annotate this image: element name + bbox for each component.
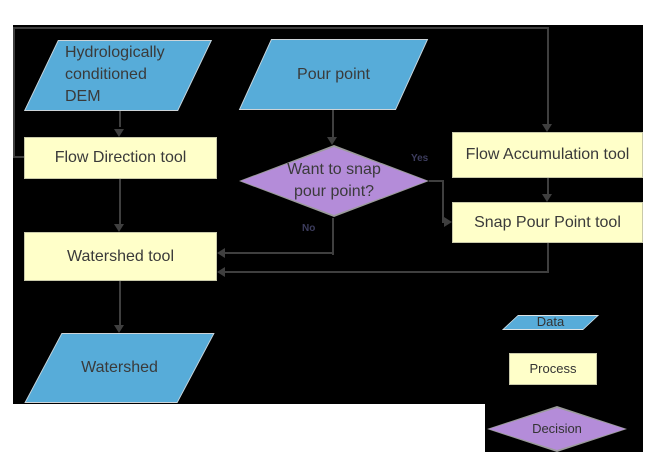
legend-data-label: Data xyxy=(536,314,565,329)
node-flowaccumulation-rect xyxy=(452,132,643,178)
node-watershed-label: Watershed xyxy=(81,359,158,376)
connector-snap-watershedtool-seg2 xyxy=(225,271,549,273)
connector-flowdirection-watershedtool xyxy=(119,179,121,225)
connector-flowaccum-snap xyxy=(547,178,549,195)
node-snappourpoint-rect xyxy=(452,202,643,243)
node-flowdirection-rect xyxy=(24,137,217,179)
legend-process-rect xyxy=(509,353,597,385)
arrowhead-left-icon xyxy=(217,248,225,258)
arrowhead-left-icon xyxy=(217,267,225,277)
arrowhead-down-icon xyxy=(542,194,552,202)
arrowhead-down-icon xyxy=(114,129,124,137)
node-flowdirection-label: Flow Direction tool xyxy=(54,149,187,166)
connector-watershedtool-watershed xyxy=(119,281,121,326)
node-watershedtool-rect xyxy=(24,232,217,281)
arrowhead-down-icon xyxy=(327,137,337,145)
decision-line1: Want to snap xyxy=(287,161,381,178)
connector-yes-seg1 xyxy=(429,180,444,182)
arrowhead-down-icon xyxy=(114,325,124,333)
node-snappourpoint-label: Snap Pour Point tool xyxy=(474,213,621,231)
connector-no-seg2 xyxy=(225,252,334,254)
connector-yes-seg2 xyxy=(442,180,444,223)
edge-label-no: No xyxy=(302,223,316,234)
dem-line3: DEM xyxy=(65,88,101,105)
node-pourpoint-label: Pour point xyxy=(297,65,370,83)
decision-line2: pour point? xyxy=(293,183,375,200)
connector-dem-flowdirection xyxy=(119,111,121,127)
connector-flowdir-flowaccum-seg3 xyxy=(13,27,549,29)
legend-process-label: Process xyxy=(529,361,577,376)
arrowhead-right-icon xyxy=(444,217,452,227)
dem-line1: Hydrologically xyxy=(65,44,165,61)
edge-label-yes: Yes xyxy=(411,153,429,164)
connector-flowdir-flowaccum-seg4 xyxy=(547,27,549,125)
connector-snap-watershedtool-seg1 xyxy=(547,243,549,273)
node-decision-label: Want to snap pour point? xyxy=(239,145,429,217)
arrowhead-down-icon xyxy=(114,224,124,232)
connector-pourpoint-decision xyxy=(332,110,334,138)
connector-no-seg1 xyxy=(332,218,334,255)
connector-flowdir-flowaccum-seg1 xyxy=(13,156,24,158)
legend-decision-label: Decision xyxy=(532,421,582,436)
connector-flowdir-flowaccum-seg2 xyxy=(13,27,15,158)
node-dem-label: Hydrologically conditioned DEM xyxy=(65,42,195,108)
node-flowaccumulation-label: Flow Accumulation tool xyxy=(465,146,630,163)
arrowhead-down-icon xyxy=(542,124,552,132)
node-watershedtool-label: Watershed tool xyxy=(66,247,174,265)
dem-line2: conditioned xyxy=(65,66,147,83)
